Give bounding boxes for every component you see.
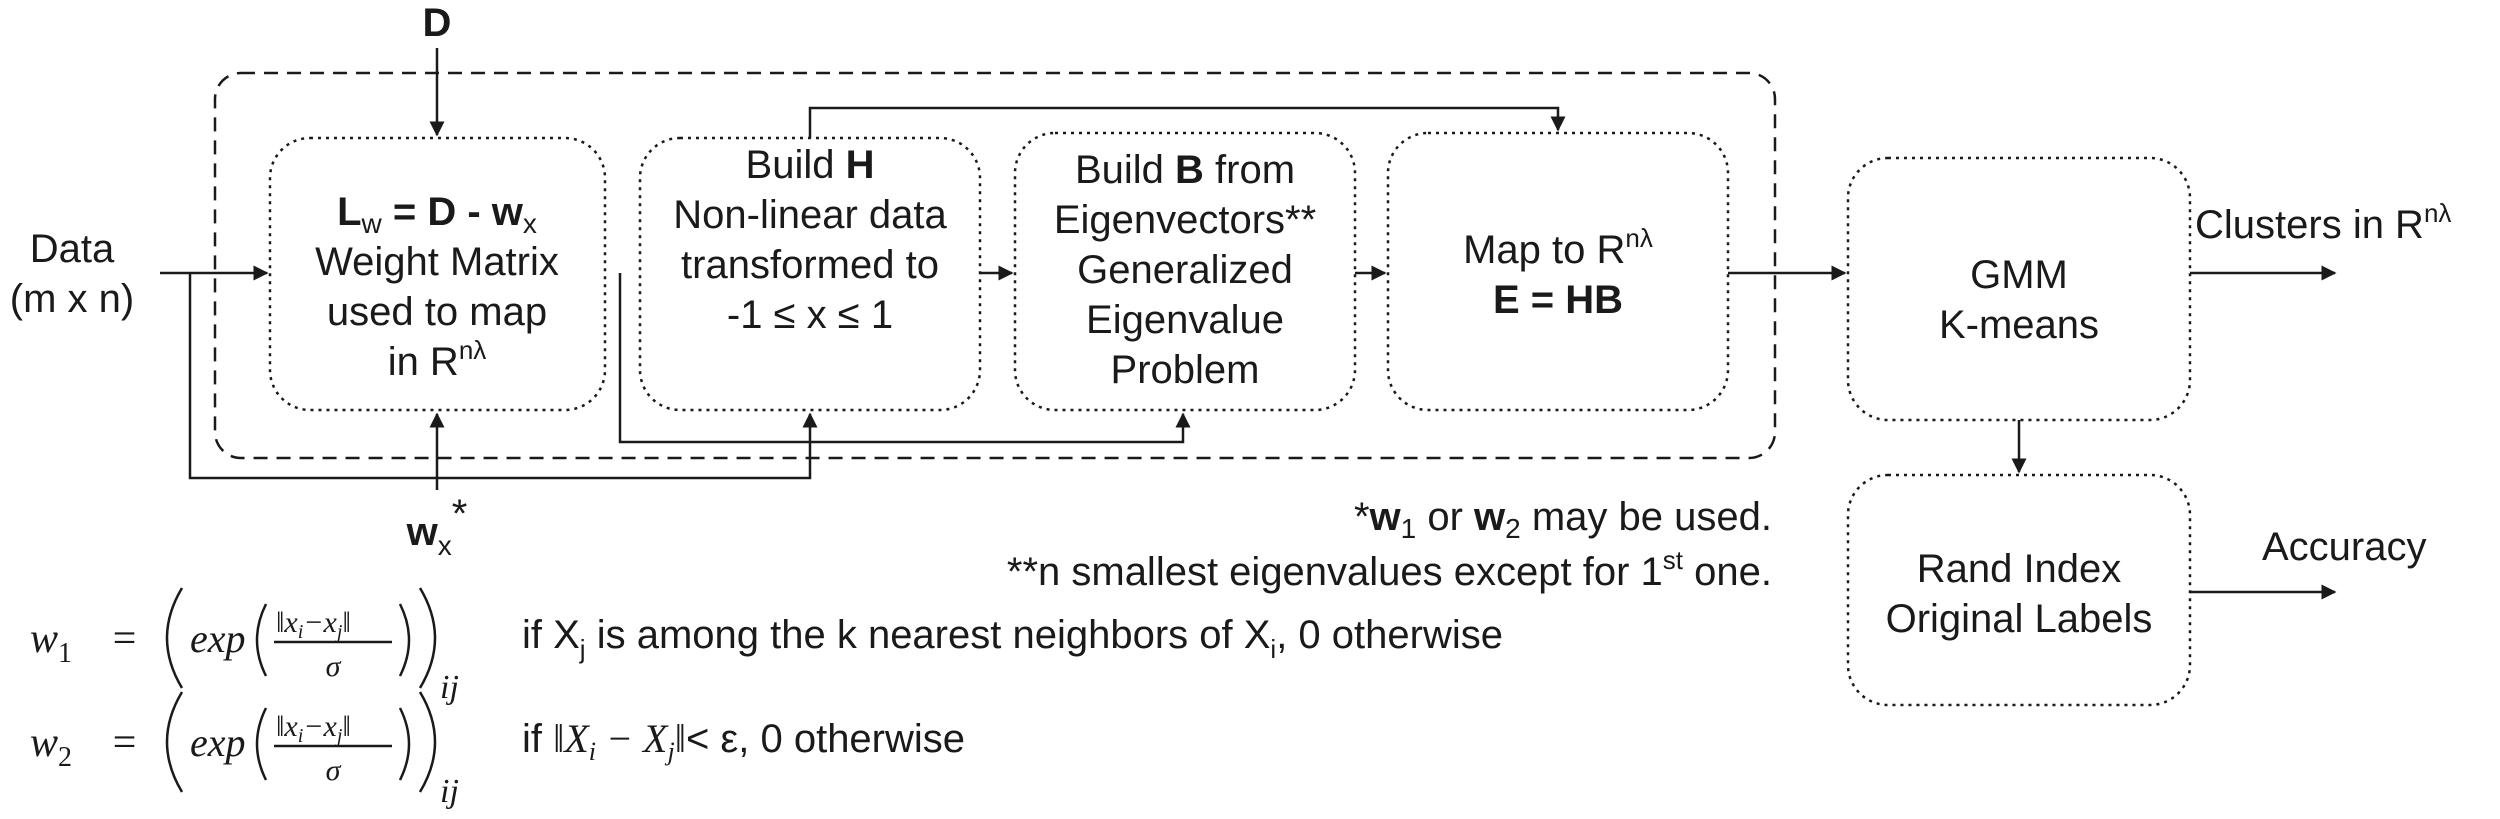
h-line2: Non-linear data [673,193,947,237]
w1-inner-paren-right [398,603,411,677]
lw-line2: Weight Matrix [315,240,559,284]
lw-equation: Lw = D - wx [337,190,537,239]
box-rand-index [1846,473,2192,707]
note-eigenvalues: **n smallest eigenvalues except for 1st … [1007,545,1772,594]
svg-text:if Xj is among the k nearest n: if Xj is among the k nearest neighbors o… [522,613,1503,664]
w1-inner-paren-left [255,603,268,677]
formula-w1: w1 = exp ‖xi−xj‖ σ ij if Xj is among the… [30,587,1503,706]
lw-line3: used to map [327,290,547,334]
h-line4: -1 ≤ x ≤ 1 [727,293,893,337]
arrow-h-to-map [808,106,1566,138]
input-w-label: wx* [406,492,468,561]
box-laplacian [268,136,607,412]
input-d-label: D [423,1,452,45]
data-dims-label: (m x n) [10,277,134,321]
map-line2: E = HB [1493,278,1623,322]
pipeline-boundary [213,71,1777,460]
h-line3: transformed to [681,243,939,287]
svg-text:‖xi−xj‖: ‖xi−xj‖ [276,606,351,643]
svg-text:‖xi−xj‖: ‖xi−xj‖ [276,710,351,747]
w2-inner-paren-right [398,707,411,781]
w1-outer-paren-left [165,587,184,689]
box-gmm [1846,156,2192,422]
h-line1: Build H [746,143,875,187]
svg-text:w1: w1 [30,616,72,669]
b-line5: Problem [1111,348,1260,392]
gmm-line2: K-means [1939,303,2099,347]
svg-text:ij: ij [440,669,459,706]
arrow-data-to-h [188,273,818,480]
connectors [160,48,2337,600]
w2-outer-paren-left [165,691,184,793]
w2-inner-paren-left [255,707,268,781]
svg-text:=: = [110,616,138,662]
b-line3: Generalized [1077,248,1293,292]
formula-w2: w2 = exp ‖xi−xj‖ σ ij if ‖Xi − Xj‖< ε, 0… [30,691,965,810]
rand-line1: Rand Index [1917,547,2122,591]
gmm-line1: GMM [1970,253,2068,297]
clusters-label: Clusters in Rnλ [2195,198,2451,247]
svg-text:σ: σ [326,650,342,683]
svg-text:ij: ij [440,773,459,810]
w2-outer-paren-right [418,691,437,793]
rand-line2: Original Labels [1886,597,2153,641]
box-map [1386,131,1730,412]
b-line2: Eigenvectors** [1054,198,1316,242]
accuracy-label: Accuracy [2262,525,2427,569]
svg-text:if ‖Xi − Xj‖< ε, 0 otherwise: if ‖Xi − Xj‖< ε, 0 otherwise [522,716,965,766]
note-weights: *w1 or w2 may be used. [1354,495,1772,544]
svg-text:=: = [110,720,138,766]
b-line4: Eigenvalue [1086,298,1284,342]
lw-line4: in Rnλ [388,335,487,384]
svg-text:w2: w2 [30,720,72,773]
svg-text:exp: exp [190,616,246,661]
map-line1: Map to Rnλ [1463,223,1653,272]
arrow-lw-to-b [618,273,1191,444]
svg-text:exp: exp [190,720,246,765]
box-build-b [1013,131,1357,412]
svg-text:σ: σ [326,754,342,787]
data-label: Data [30,227,115,271]
b-line1: Build B from [1075,148,1295,192]
w1-outer-paren-right [418,587,437,689]
